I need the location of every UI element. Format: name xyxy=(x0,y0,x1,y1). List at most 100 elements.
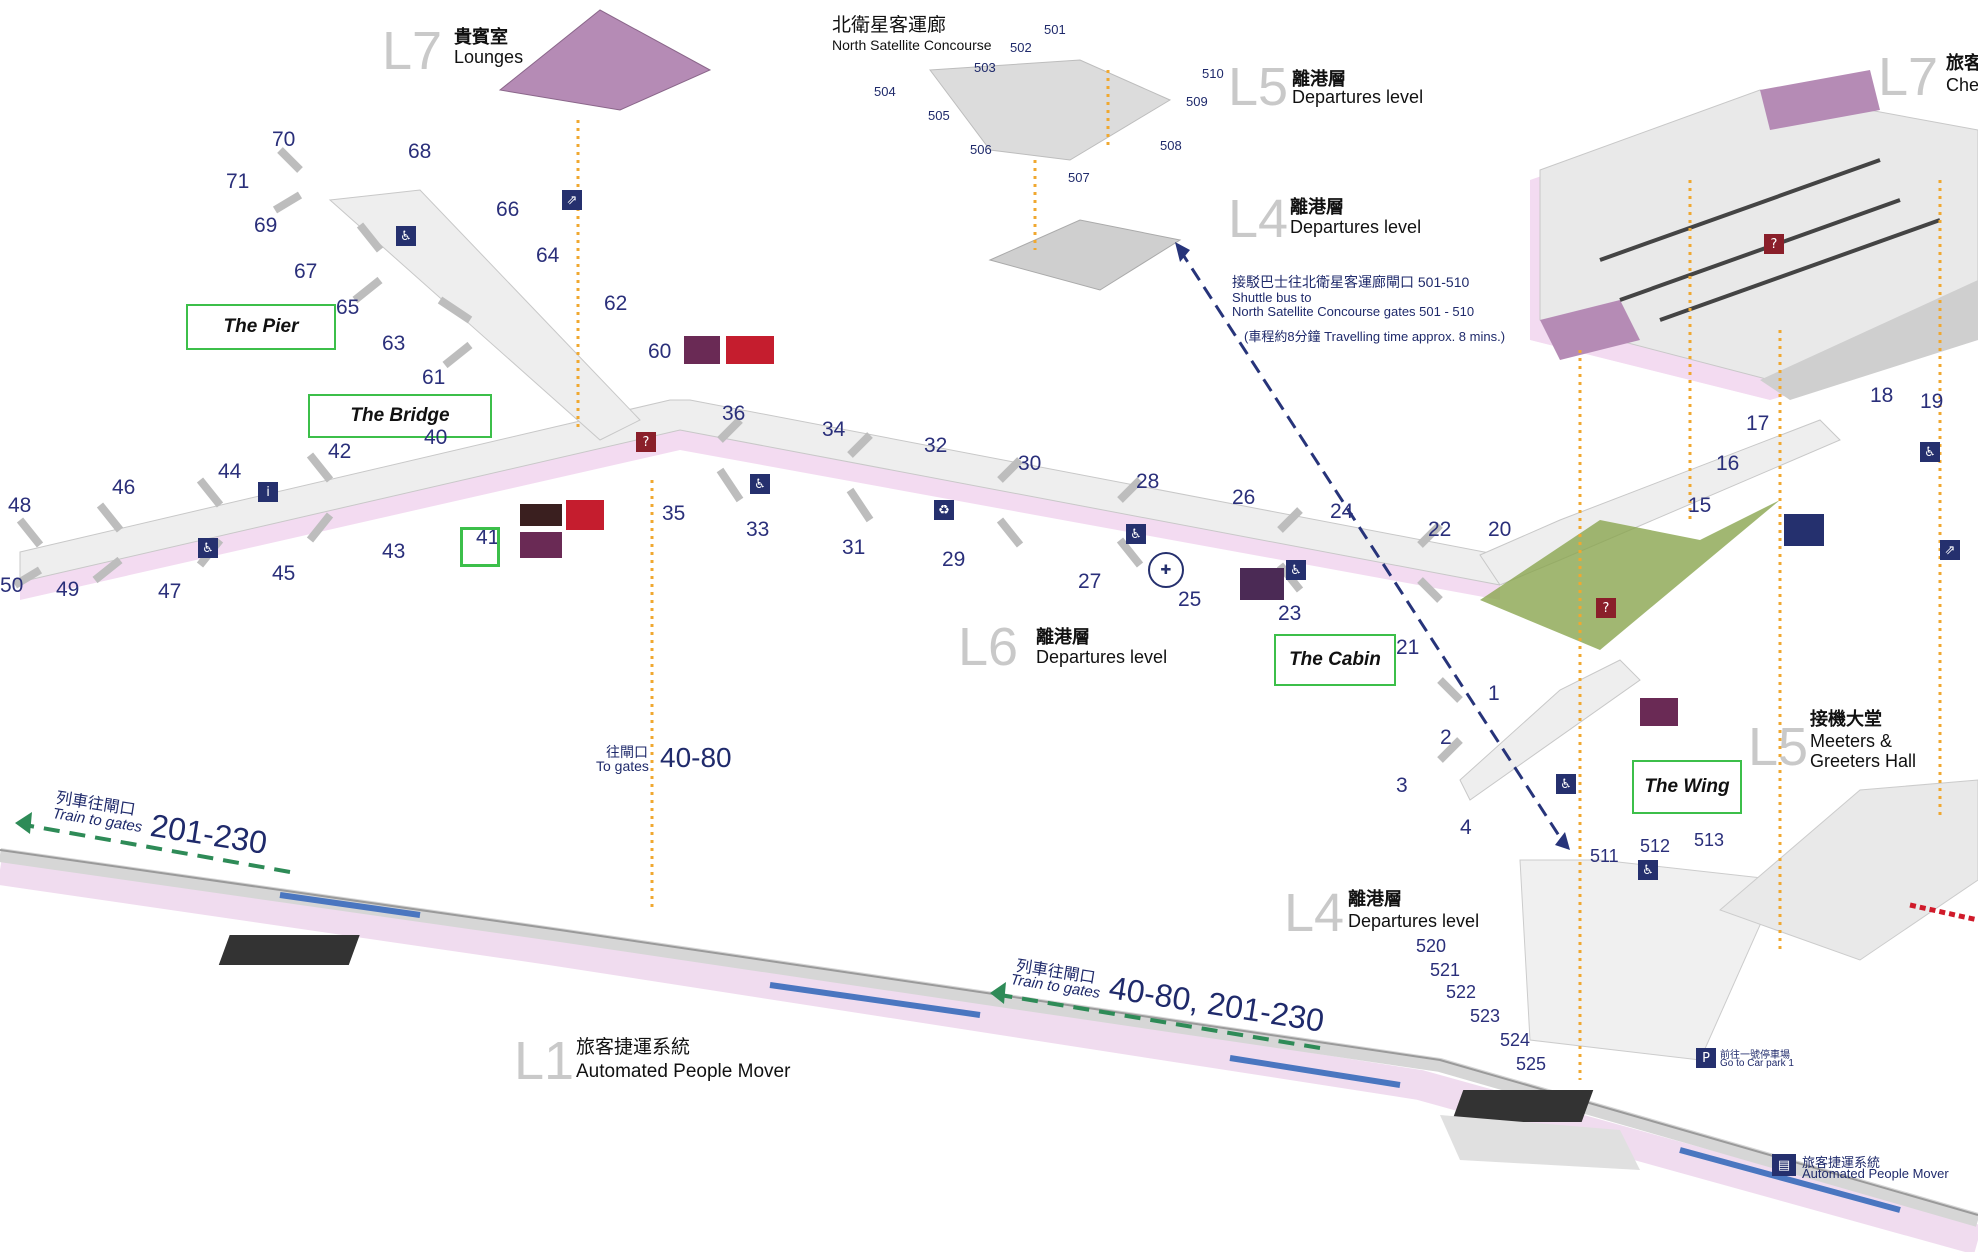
level-code: L5 xyxy=(1228,57,1289,117)
gate-label-61: 61 xyxy=(422,366,446,389)
accessible-toilet-icon: ♿ xyxy=(750,474,770,494)
level-code: L7 xyxy=(382,21,443,81)
accessible-toilet-icon: ♿ xyxy=(1920,442,1940,462)
gate-label-504: 504 xyxy=(874,84,896,99)
gate-label-505: 505 xyxy=(928,108,950,123)
to-gates-range: 40-80 xyxy=(660,742,732,773)
gate-label-509: 509 xyxy=(1186,94,1208,109)
gate-label-29: 29 xyxy=(942,548,966,571)
gate-label-25: 25 xyxy=(1178,588,1202,611)
level-name-en: Lounges xyxy=(454,47,524,67)
terminal-roadway xyxy=(1760,280,1978,400)
united-logo xyxy=(1784,514,1824,546)
help-icon: ? xyxy=(636,432,656,452)
arrival-red-arrow xyxy=(1909,902,1978,923)
train-arrow-mid-head xyxy=(990,982,1006,1004)
level-name-en: Departures level xyxy=(1292,87,1424,107)
gate-label-17: 17 xyxy=(1746,412,1770,435)
gate-label-66: 66 xyxy=(496,198,520,221)
level-code: L5 xyxy=(1748,717,1809,777)
gate-label-508: 508 xyxy=(1160,138,1182,153)
level-name-zh: 離港層 xyxy=(1348,889,1402,909)
gate-label-506: 506 xyxy=(970,142,992,157)
gate-label-65: 65 xyxy=(336,296,360,319)
gate-label-24: 24 xyxy=(1330,500,1354,523)
accessible-toilet-icon: ♿ xyxy=(198,538,218,558)
level-code: L1 xyxy=(514,1031,575,1091)
gate-label-511: 511 xyxy=(1590,846,1619,866)
l4-bottom-floor xyxy=(1519,859,1781,1061)
emirates-logo xyxy=(566,500,604,530)
train-arrow-mid xyxy=(999,993,1321,1050)
gate-label-35: 35 xyxy=(662,502,686,525)
apm-train-segment xyxy=(1229,1055,1401,1088)
train-arrow-left xyxy=(24,823,291,874)
gate-label-43: 43 xyxy=(382,540,406,563)
level-code: L7 xyxy=(1878,47,1939,107)
shuttle-time: (車程約8分鐘 Travelling time approx. 8 mins.) xyxy=(1244,329,1506,344)
transfer-icon: ✚ xyxy=(1148,552,1184,588)
to-gates-zh: 往閘口 xyxy=(606,744,648,760)
plaza-premium-logo xyxy=(684,336,720,364)
gate-label-522: 522 xyxy=(1446,982,1477,1002)
level-code: L6 xyxy=(958,617,1019,677)
level-name-en: Departures level xyxy=(1036,647,1168,667)
plaza-premium-logo xyxy=(520,532,562,558)
lounge-logo xyxy=(1240,568,1284,600)
parking-icon: P xyxy=(1696,1048,1716,1068)
lounge-the-wing[interactable]: The Wing xyxy=(1632,760,1742,814)
gate-label-63: 63 xyxy=(382,332,406,355)
accessible-toilet-icon: ♿ xyxy=(1556,774,1576,794)
gate-label-33: 33 xyxy=(746,518,770,541)
gate-label-41: 41 xyxy=(476,526,500,549)
gate-label-71: 71 xyxy=(226,170,250,193)
level-name-zh: 接機大堂 xyxy=(1810,709,1882,729)
south-arm xyxy=(1459,659,1641,801)
lounge-the-bridge[interactable]: The Bridge xyxy=(308,394,492,438)
shuttle-zh: 接駁巴士往北衛星客運廊閘口 501-510 xyxy=(1232,274,1470,290)
gate-label-49: 49 xyxy=(56,578,80,601)
terminal-checkin-rows xyxy=(1659,218,1941,322)
gate-label-68: 68 xyxy=(408,140,432,163)
gate-label-513: 513 xyxy=(1694,830,1725,850)
gate-label-502: 502 xyxy=(1010,40,1032,55)
accessible-toilet-icon: ♿ xyxy=(1126,524,1146,544)
to-gates-en: To gates xyxy=(596,758,649,774)
north-satellite-floor xyxy=(929,59,1172,161)
accessible-toilet-icon: ♿ xyxy=(396,226,416,246)
gate-label-521: 521 xyxy=(1430,960,1461,980)
gate-label-503: 503 xyxy=(974,60,996,75)
gate-label-36: 36 xyxy=(722,402,746,425)
pier-arm xyxy=(328,189,641,441)
gate-label-512: 512 xyxy=(1640,836,1671,856)
gate-label-50: 50 xyxy=(0,574,24,597)
gate-label-34: 34 xyxy=(822,418,846,441)
gate-label-525: 525 xyxy=(1516,1054,1547,1074)
plaza-premium-logo xyxy=(1640,698,1678,726)
gate-label-69: 69 xyxy=(254,214,278,237)
shuttle-en-2: North Satellite Concourse gates 501 - 51… xyxy=(1232,304,1475,319)
lounge-the-cabin[interactable]: The Cabin xyxy=(1274,634,1396,686)
gate-label-22: 22 xyxy=(1428,518,1452,541)
thai-logo xyxy=(520,504,562,526)
apm-track-shadow xyxy=(0,855,1978,1252)
level-code: L4 xyxy=(1284,883,1345,943)
gate-label-1: 1 xyxy=(1488,682,1500,705)
level-name-zh: 貴賓室 xyxy=(454,27,508,47)
lounge-the-pier[interactable]: The Pier xyxy=(186,304,336,350)
train-arrow-left-head xyxy=(15,812,32,834)
gate-label-42: 42 xyxy=(328,440,352,463)
l4-top-floor xyxy=(988,219,1182,291)
terminal-purple-wing xyxy=(1760,70,1880,130)
l7-lounges-floor xyxy=(498,9,712,111)
terminal-purple-wing xyxy=(1540,300,1640,360)
gate-label-45: 45 xyxy=(272,562,296,585)
level-name-zh: 離港層 xyxy=(1036,627,1090,647)
l5-meeters-floor xyxy=(1719,779,1978,961)
virgin-atlantic-logo xyxy=(726,336,774,364)
gate-label-44: 44 xyxy=(218,460,242,483)
accessible-toilet-icon: ♿ xyxy=(1286,560,1306,580)
gate-label-524: 524 xyxy=(1500,1030,1531,1050)
gate-label-60: 60 xyxy=(648,340,672,363)
